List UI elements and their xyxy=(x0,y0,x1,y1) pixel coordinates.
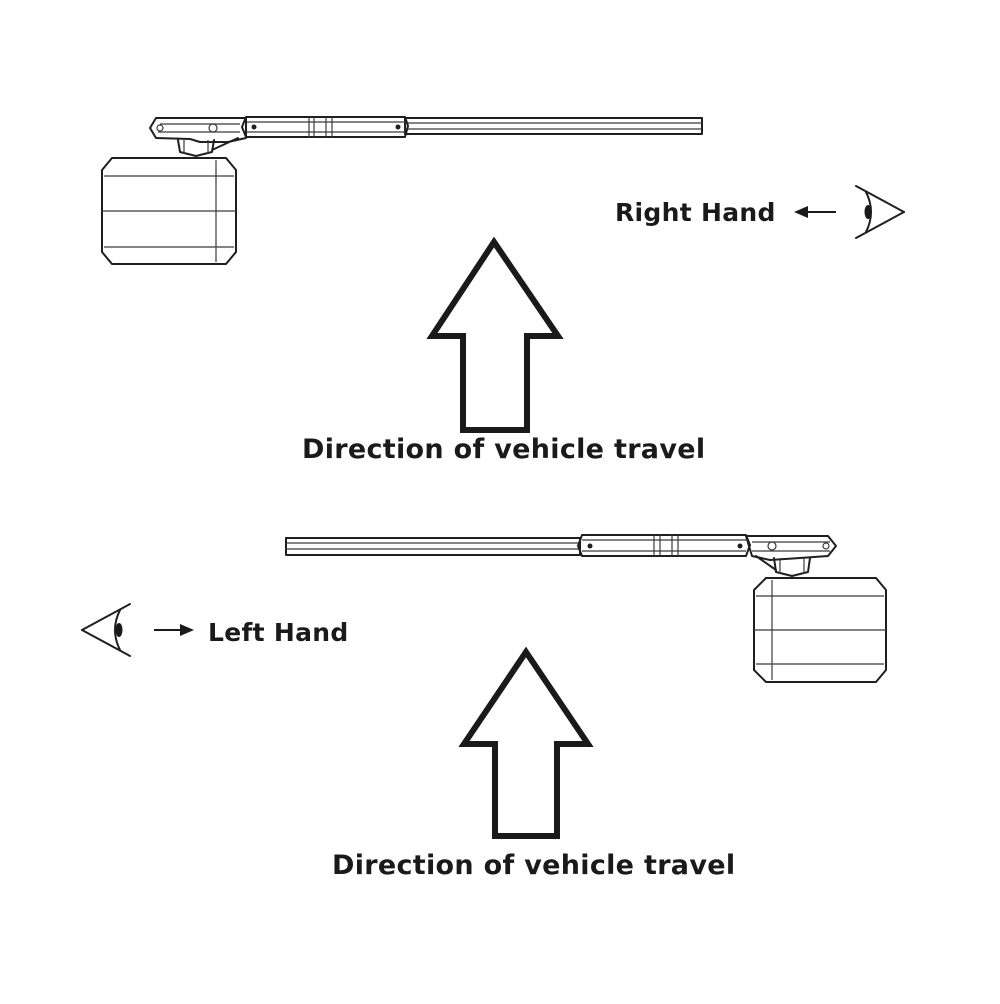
right-hand-mirror-assembly xyxy=(101,116,703,265)
direction-arrow-bottom-icon xyxy=(458,646,594,839)
direction-of-travel-label-bottom: Direction of vehicle travel xyxy=(332,850,736,881)
right-viewer-eye-icon xyxy=(855,185,905,239)
left-hand-label: Left Hand xyxy=(208,618,349,647)
direction-of-travel-label-top: Direction of vehicle travel xyxy=(302,434,706,465)
left-viewer-eye-icon xyxy=(81,603,131,657)
direction-arrow-top-icon xyxy=(426,236,564,433)
left-hand-arrow-icon xyxy=(154,624,194,636)
right-hand-arrow-icon xyxy=(794,206,836,218)
right-hand-label: Right Hand xyxy=(615,198,776,227)
left-hand-mirror-assembly xyxy=(285,534,887,683)
